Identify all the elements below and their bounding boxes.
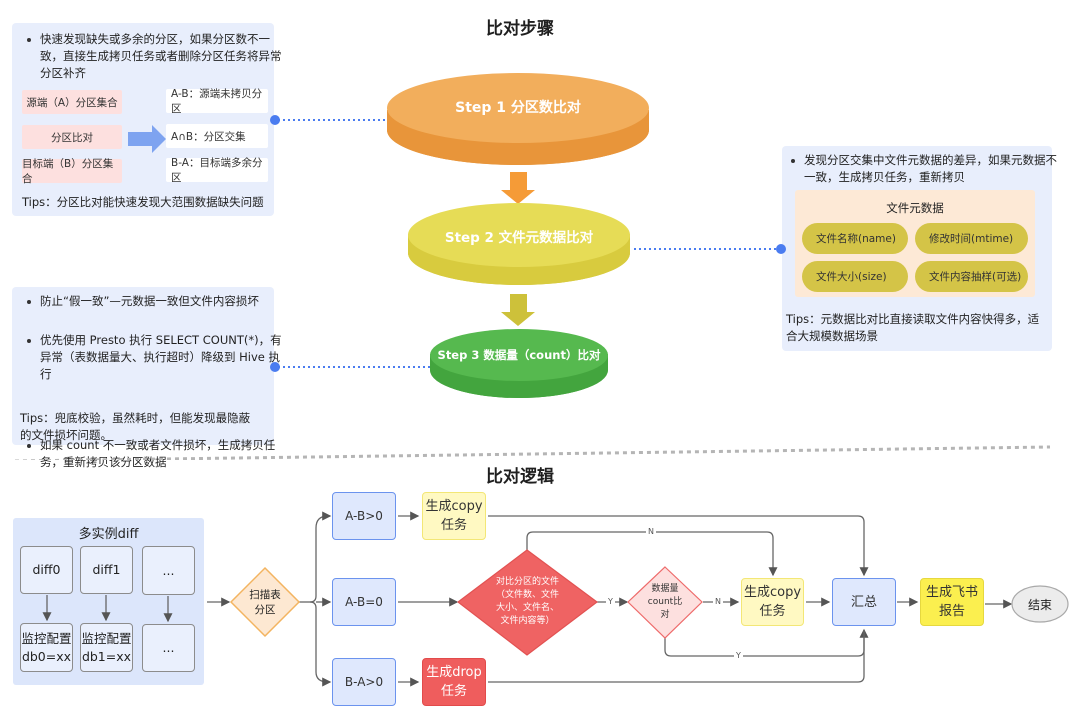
compare-files-node: 对比分区的文件 （文件数、文件 大小、文件名、 文件内容等） xyxy=(495,577,559,626)
meta-size: 文件大小(size) xyxy=(802,261,908,292)
right-arrow-icon xyxy=(128,125,166,153)
step1-tips: Tips：分区比对能快速发现大范围数据缺失问题 xyxy=(22,195,264,209)
branch-a-minus-b-eq0: A-B=0 xyxy=(332,578,396,626)
step2-bullet: 发现分区交集中文件元数据的差异，如果元数据不一致，生成拷贝任务，重新拷贝 xyxy=(784,152,1068,186)
config-more: ... xyxy=(142,624,195,672)
logic-title: 比对逻辑 xyxy=(486,467,554,487)
step2-tips: Tips：元数据比对比直接读取文件内容快得多，适合大规模数据场景 xyxy=(786,312,1040,343)
instance-diff0: diff0 xyxy=(20,546,73,594)
steps-title: 比对步骤 xyxy=(486,19,554,39)
multi-instance-title: 多实例diff xyxy=(78,527,139,542)
step3-bullet-1: 防止“假一致”—元数据一致但文件内容损坏 xyxy=(20,293,286,310)
metadata-title: 文件元数据 xyxy=(886,201,944,215)
step3-bullet-3: 如果 count 不一致或者文件损坏，生成拷贝任务，重新拷贝该分区数据 xyxy=(20,437,286,471)
b-minus-a-box: B-A：目标端多余分区 xyxy=(166,157,268,184)
step2-connector-dot xyxy=(776,244,786,254)
count-compare-diamond xyxy=(627,566,703,639)
end-node-shape xyxy=(1011,585,1069,623)
step1-bullet: 快速发现缺失或多余的分区，如果分区数不一致，直接生成拷贝任务或者删除分区任务将异… xyxy=(20,31,286,82)
source-set-box: 源端（A）分区集合 xyxy=(22,90,122,114)
down-arrow-icon-2 xyxy=(501,294,535,326)
copy-task-node-2: 生成copy 任务 xyxy=(741,578,804,626)
metadata-box: 文件元数据 文件名称(name) 修改时间(mtime) 文件大小(size) … xyxy=(795,190,1035,297)
step1-connector-dot xyxy=(270,115,280,125)
step3-panel: 防止“假一致”—元数据一致但文件内容损坏 优先使用 Presto 执行 SELE… xyxy=(12,287,282,469)
config-db1: 监控配置 db1=xx xyxy=(80,623,133,672)
feishu-report-node: 生成飞书 报告 xyxy=(920,578,984,626)
drop-task-node: 生成drop 任务 xyxy=(422,658,486,706)
summary-node: 汇总 xyxy=(832,578,896,626)
compare-files-diamond xyxy=(457,549,599,656)
scan-partitions-node: 扫描表 分区 xyxy=(249,589,281,616)
edge-label-n1: N xyxy=(646,527,656,536)
copy-task-node-1: 生成copy 任务 xyxy=(422,492,486,540)
instance-diff1: diff1 xyxy=(80,546,133,594)
step2-label: Step 2 文件元数据比对 xyxy=(444,230,594,246)
count-compare-node: 数据量 count比 对 xyxy=(647,584,683,620)
step3-tips: Tips：兜底校验，虽然耗时，但能发现最隐蔽的文件损坏问题。 xyxy=(20,411,251,442)
step1-panel: 快速发现缺失或多余的分区，如果分区数不一致，直接生成拷贝任务或者删除分区任务将异… xyxy=(12,23,282,216)
step2-panel: 发现分区交集中文件元数据的差异，如果元数据不一致，生成拷贝任务，重新拷贝 文件元… xyxy=(782,146,1057,351)
config-db0: 监控配置 db0=xx xyxy=(20,623,73,672)
scan-diamond xyxy=(229,566,301,638)
target-set-box: 目标端（B）分区集合 xyxy=(22,158,122,185)
meta-mtime: 修改时间(mtime) xyxy=(915,223,1028,254)
step3-label: Step 3 数据量（count）比对 xyxy=(437,348,601,362)
partition-compare-box: 分区比对 xyxy=(22,125,122,149)
step1-cylinder xyxy=(387,73,649,165)
step3-cylinder xyxy=(430,329,608,398)
edge-label-y1: Y xyxy=(606,597,615,606)
instance-more: ... xyxy=(142,546,195,595)
down-arrow-icon-1 xyxy=(501,172,535,204)
a-and-b-box: A∩B：分区交集 xyxy=(166,124,268,148)
step3-connector-dot xyxy=(270,362,280,372)
edge-label-y2: Y xyxy=(734,651,743,660)
step1-label: Step 1 分区数比对 xyxy=(455,100,581,116)
branch-b-minus-a-gt0: B-A>0 xyxy=(332,658,396,706)
steps-graphic xyxy=(14,73,1051,460)
a-minus-b-box: A-B：源端未拷贝分区 xyxy=(166,88,268,115)
branch-a-minus-b-gt0: A-B>0 xyxy=(332,492,396,540)
step2-cylinder xyxy=(408,203,630,285)
end-node: 结束 xyxy=(1027,598,1052,612)
meta-name: 文件名称(name) xyxy=(802,223,908,254)
edge-label-n2: N xyxy=(713,597,723,606)
meta-sample: 文件内容抽样(可选) xyxy=(915,261,1028,292)
step3-bullet-2: 优先使用 Presto 执行 SELECT COUNT(*)，有异常（表数据量大… xyxy=(20,332,286,383)
